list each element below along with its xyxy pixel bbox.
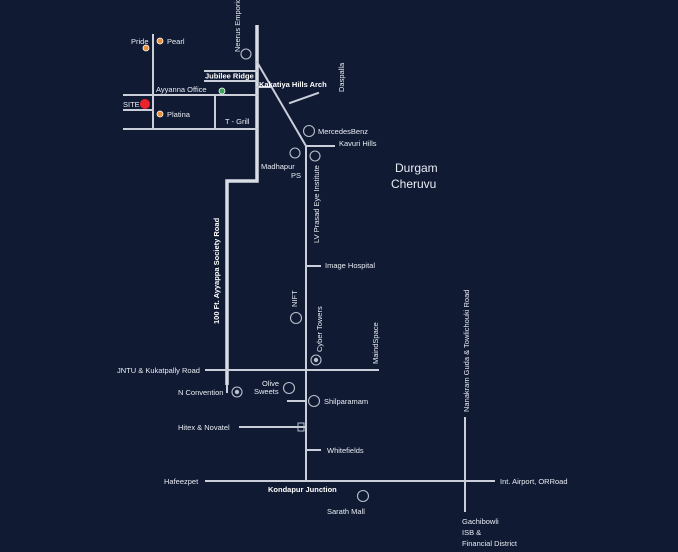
label-neerus: Neerus Emporio (233, 0, 242, 52)
road-network (123, 25, 495, 512)
neerus-ring-icon (240, 48, 252, 60)
label-image-hospital: Image Hospital (325, 261, 375, 270)
label-gachibowli-2: ISB & (462, 528, 481, 537)
nift-ring-icon (289, 311, 303, 325)
label-n-convention: N Convention (178, 388, 223, 397)
sarath-ring-icon (356, 489, 370, 503)
platina-marker-icon (156, 110, 164, 118)
labels: Pride Pearl Neerus Emporio Jubilee Ridge… (117, 0, 568, 548)
label-tgrill: T - Grill (225, 117, 250, 126)
markers (140, 37, 370, 503)
label-olive-1: Olive (262, 379, 279, 388)
label-madhapur-ps-1: Madhapur (261, 162, 295, 171)
label-nanakram-road: Nanakram Guda & Towlichouki Road (462, 290, 471, 412)
label-nift: NIFT (290, 290, 299, 307)
site-marker-icon[interactable] (140, 99, 150, 109)
label-ayyappa-road: 100 Ft. Ayyappa Society Road (212, 217, 221, 324)
label-mindspace: MaindSpace (371, 322, 380, 364)
pride-marker-icon (142, 44, 150, 52)
label-hitex: Hitex & Novatel (178, 423, 230, 432)
label-madhapur-ps-2: PS (291, 171, 301, 180)
label-daspalla: Daspalla (337, 62, 346, 92)
road-daspalla (288, 91, 320, 105)
label-int-airport: Int. Airport, ORRoad (500, 477, 568, 486)
label-cyber-towers: Cyber Towers (315, 306, 324, 352)
kavuri-ring-icon (309, 150, 321, 162)
label-olive-2: Sweets (254, 387, 279, 396)
road-diagonal-kakatiya (255, 60, 308, 148)
label-sarath: Sarath Mall (327, 507, 365, 516)
label-gachibowli-1: Gachibowli (462, 517, 499, 526)
label-pride: Pride (131, 37, 149, 46)
label-kavuri: Kavuri Hills (339, 139, 377, 148)
ayyanna-marker-icon (218, 87, 226, 95)
water-label-line-2: Cheruvu (391, 177, 436, 191)
label-hafeezpet: Hafeezpet (164, 477, 199, 486)
label-site: SITE (123, 100, 140, 109)
cyber-towers-ring-icon (310, 354, 322, 366)
label-kakatiya: Kakatiya Hills Arch (259, 80, 327, 89)
pearl-marker-icon (156, 37, 164, 45)
road-ayyappa-society (225, 25, 259, 385)
shilparamam-ring-icon (307, 394, 321, 408)
label-jubilee: Jubilee Ridge (205, 72, 254, 81)
label-ayyanna: Ayyanna Office (156, 85, 207, 94)
label-lv-prasad-road: LV Prasad Eye Institute (312, 165, 321, 243)
label-pearl: Pearl (167, 37, 185, 46)
cyber-towers-inner-icon (313, 357, 319, 363)
label-shilparamam: Shilparamam (324, 397, 368, 406)
label-platina: Platina (167, 110, 191, 119)
label-gachibowli-3: Financial District (462, 539, 518, 548)
olive-ring-icon (282, 381, 296, 395)
water-label-line-1: Durgam (395, 161, 438, 175)
label-mercedes: MercedesBenz (318, 127, 368, 136)
label-whitefields: Whitefields (327, 446, 364, 455)
n-convention-inner-icon (234, 389, 240, 395)
label-jntu-road: JNTU & Kukatpally Road (117, 366, 200, 375)
mercedes-ring-icon (302, 124, 316, 138)
madhapur-ps-ring-icon (289, 147, 301, 159)
label-kondapur: Kondapur Junction (268, 485, 337, 494)
n-convention-ring-icon (231, 386, 243, 398)
